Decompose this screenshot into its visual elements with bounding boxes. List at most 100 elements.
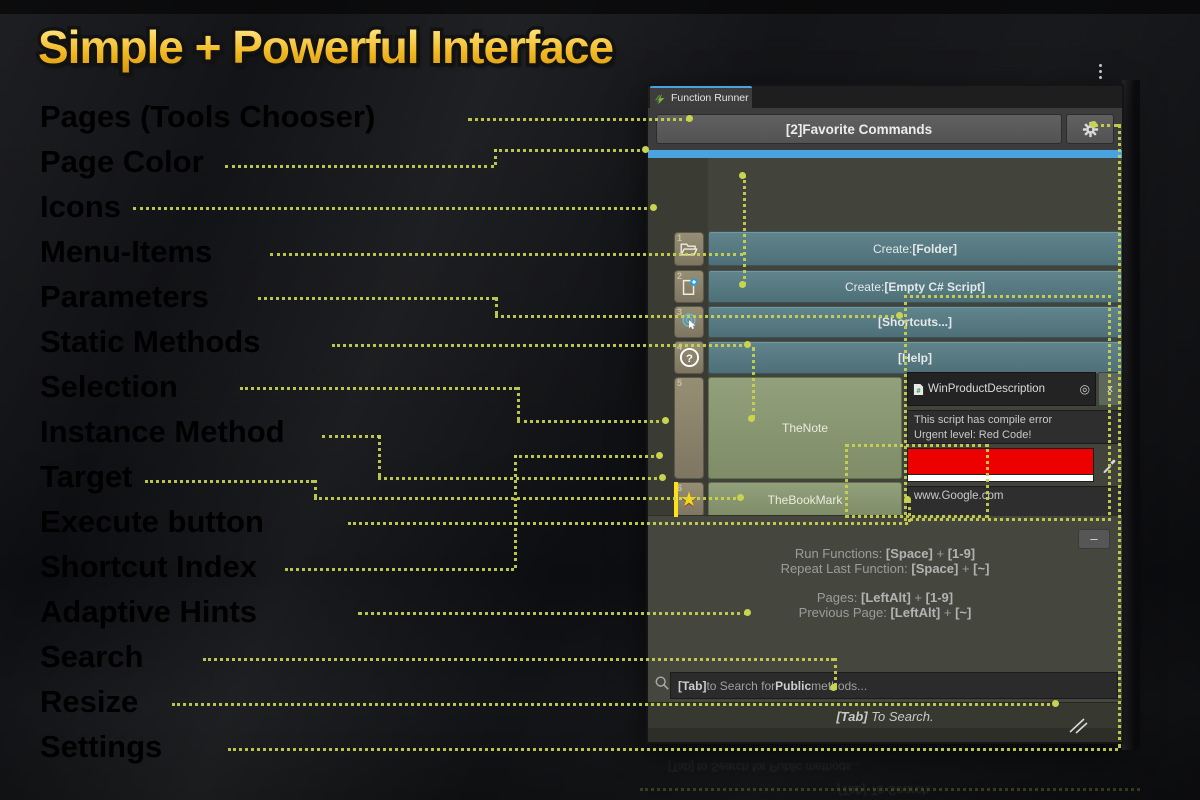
annotation-line (494, 149, 646, 152)
description-line-1: This script has compile error (914, 414, 1053, 426)
label-execute-button: Execute button (40, 504, 264, 539)
annotation-dot (642, 146, 649, 153)
annotation-line (908, 500, 911, 522)
annotation-dot (659, 474, 666, 481)
page-header-button[interactable]: [2] Favorite Commands (656, 114, 1062, 144)
annotation-dot (737, 494, 744, 501)
annotation-line (514, 455, 660, 458)
svg-text:?: ? (686, 353, 693, 365)
page-icon-cell-1[interactable]: 1 (674, 232, 704, 266)
svg-text:#: # (916, 386, 920, 395)
menu-item-create-folder[interactable]: Create: [Folder] (708, 231, 1122, 266)
shortcut-index-1: 1 (677, 233, 683, 243)
inspector-header: # WinProductDescription ◎ (907, 372, 1096, 406)
label-page-color: Page Color (40, 144, 204, 179)
annotation-dot (739, 281, 746, 288)
annotation-line (172, 703, 1056, 706)
color-swatch-field[interactable] (907, 448, 1094, 482)
annotation-line (378, 435, 381, 477)
inspector-title: WinProductDescription (928, 383, 1045, 395)
annotation-line (1094, 124, 1118, 127)
annotation-line (314, 480, 317, 497)
help-icon: ? (675, 342, 703, 373)
annotation-line (1118, 124, 1121, 748)
annotation-line (322, 435, 380, 438)
annotation-dot (744, 341, 751, 348)
label-shortcut-index: Shortcut Index (40, 549, 258, 584)
parameters-outline (904, 295, 1111, 521)
tab-function-runner[interactable]: Function Runner (650, 86, 752, 108)
adaptive-hints-panel: – Run Functions: [Space] + [1-9] Repeat … (648, 515, 1122, 668)
annotation-dot (748, 415, 755, 422)
label-settings: Settings (40, 729, 163, 764)
annotation-line (834, 658, 837, 686)
collapse-hints-button[interactable]: – (1078, 529, 1110, 549)
settings-button[interactable] (1066, 114, 1114, 144)
function-runner-window: Function Runner [2] Favorite Commands (646, 84, 1124, 744)
annotation-dot (1090, 121, 1097, 128)
window-side-edge (1122, 80, 1140, 750)
annotation-line (285, 568, 514, 571)
search-row: [Tab] to Search for Public methods... (648, 667, 1122, 702)
hint-repeat-last: Repeat Last Function: [Space] + [~] (780, 561, 990, 576)
csharp-script-icon: # (913, 383, 924, 395)
page-icon-cell-5[interactable]: 5 (674, 377, 704, 479)
label-icons: Icons (40, 189, 121, 224)
label-instance-method: Instance Method (40, 414, 285, 449)
menu-item-thenote[interactable]: TheNote (708, 377, 902, 479)
window-reflection: [Tab] to Search for Public methods... [T… (668, 760, 933, 798)
kebab-menu-icon[interactable] (1093, 58, 1107, 84)
annotation-line (494, 149, 497, 165)
menu-item-thebookmark[interactable]: TheBookMark (708, 482, 902, 517)
annotation-line (348, 522, 908, 525)
annotation-line (240, 387, 517, 390)
status-text: [Tab] To Search. (836, 708, 934, 724)
annotation-dot (1052, 700, 1059, 707)
hint-run-functions: Run Functions: [Space] + [1-9] (794, 546, 976, 561)
annotation-line (225, 165, 494, 168)
shortcut-index-3: 3 (677, 307, 683, 317)
menu-item-shortcuts[interactable]: [Shortcuts...] (708, 306, 1122, 338)
annotation-line (203, 658, 834, 661)
annotation-line (358, 612, 748, 615)
annotation-line (514, 455, 517, 568)
annotation-line (314, 497, 741, 500)
annotation-dot (904, 496, 911, 503)
resize-icon (1069, 718, 1088, 734)
annotation-line (145, 480, 314, 483)
status-bar: [Tab] To Search. (648, 702, 1122, 729)
shortcut-index-5: 5 (677, 378, 683, 388)
search-icon (655, 676, 669, 690)
page-icon-cell-2[interactable]: 2 (674, 270, 704, 303)
label-search: Search (40, 639, 144, 674)
annotation-line (270, 253, 743, 256)
click-icon (675, 307, 703, 337)
function-runner-logo-icon (655, 93, 665, 104)
search-input[interactable]: [Tab] to Search for Public methods... (670, 672, 1118, 699)
annotation-line (752, 347, 755, 419)
annotation-line (517, 420, 666, 423)
inspector-picker-icon[interactable]: ◎ (1079, 382, 1090, 396)
annotation-dot (650, 204, 657, 211)
label-menu-items: Menu-Items (40, 234, 213, 269)
toolbar: [2] Favorite Commands (648, 108, 1122, 150)
label-selection: Selection (40, 369, 178, 404)
annotation-line (228, 748, 1118, 751)
folder-icon (675, 233, 703, 265)
hint-previous-page: Previous Page: [LeftAlt] + [~] (798, 605, 972, 620)
label-adaptive-hints: Adaptive Hints (40, 594, 258, 629)
star-icon: ★ (680, 489, 698, 511)
inspector-description-field[interactable]: This script has compile error Urgent lev… (907, 410, 1122, 444)
page-title: Simple + Powerful Interface (38, 20, 613, 74)
alpha-strip (908, 474, 1093, 481)
annotation-line (332, 344, 748, 347)
page-icon-cell-3[interactable]: 3 (674, 306, 704, 338)
resize-handle[interactable] (1066, 716, 1094, 740)
description-line-2: Urgent level: Red Code! (914, 429, 1032, 441)
annotation-line (468, 118, 690, 121)
annotation-dot (830, 684, 837, 691)
annotation-dot (744, 609, 751, 616)
new-script-icon (675, 271, 703, 302)
annotation-line (743, 175, 746, 285)
